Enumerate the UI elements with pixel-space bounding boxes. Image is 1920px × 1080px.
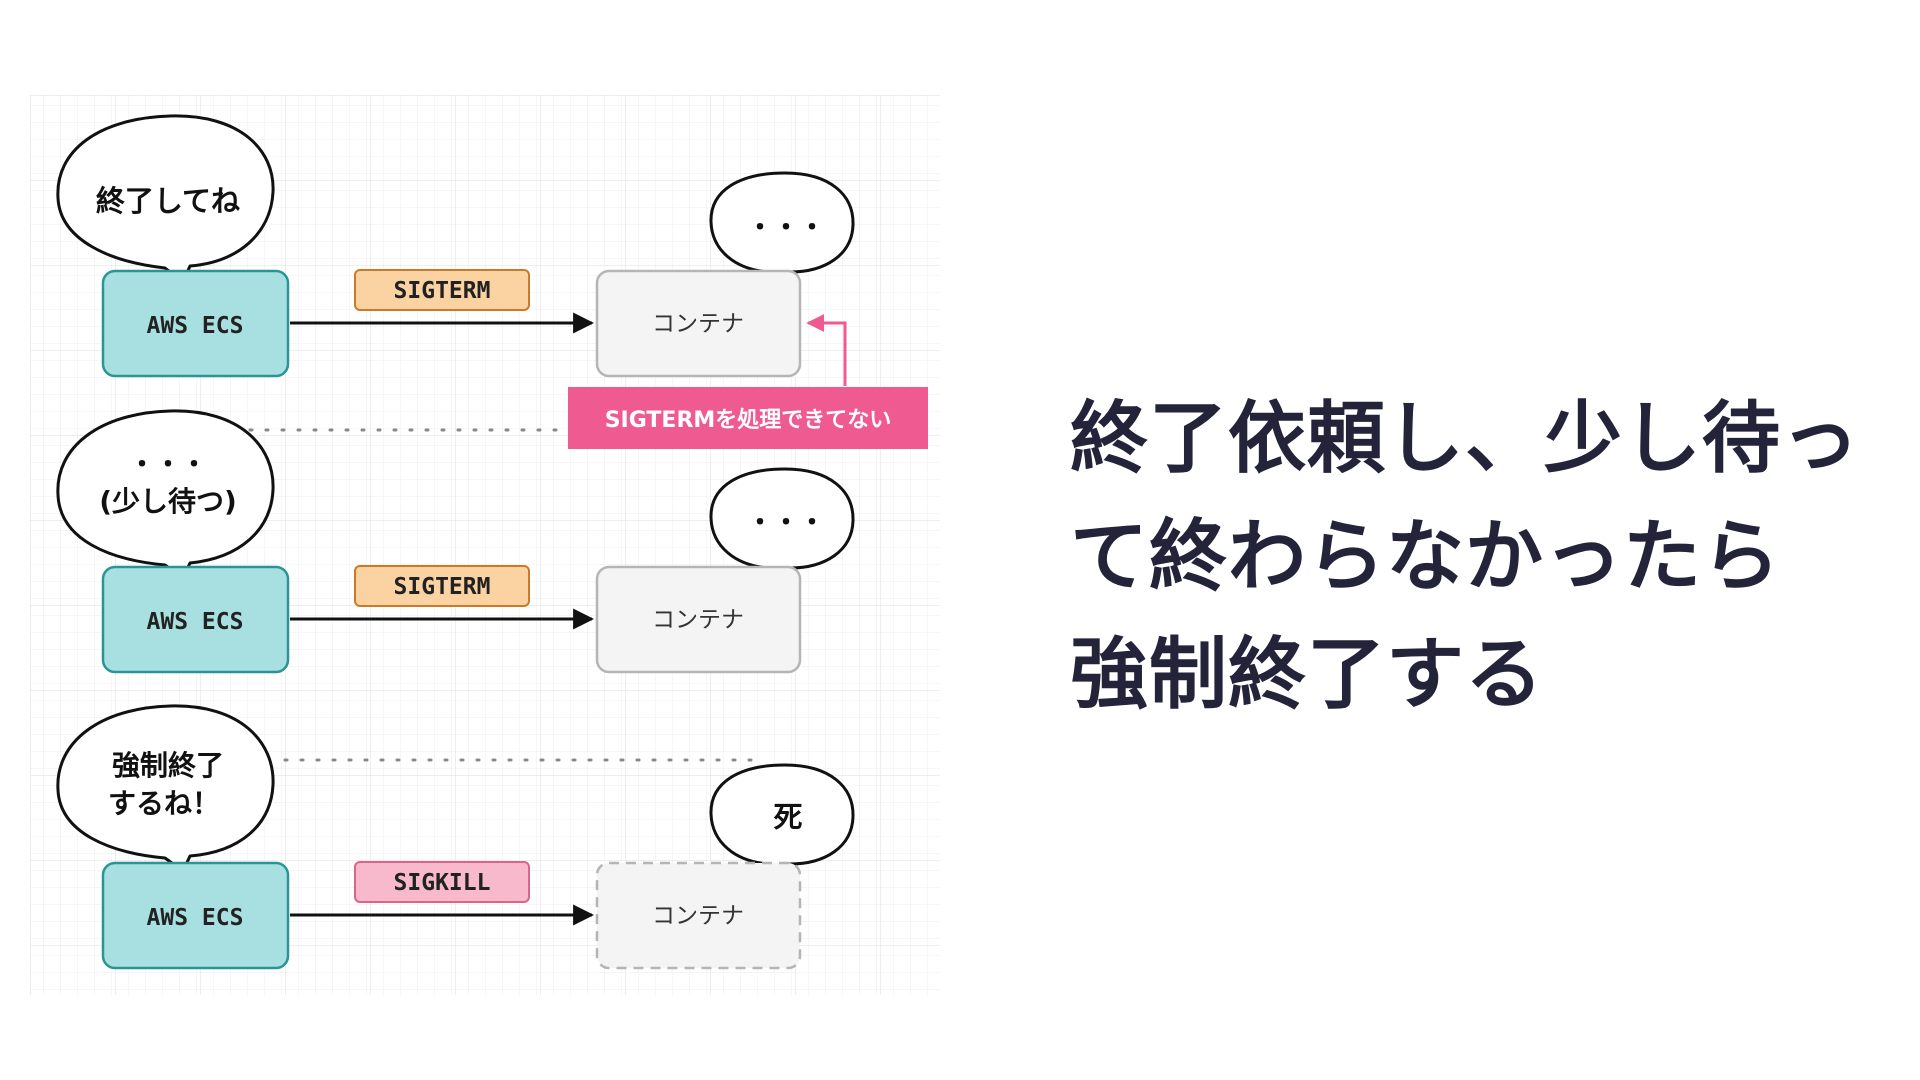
sender-speech-line: 終了してね [96, 184, 240, 218]
sender-speech-line: ・・・ [129, 450, 207, 480]
headline: 終了依頼し、少し待っ て終わらなかったら 強制終了する [1070, 380, 1890, 734]
headline-line: て終わらなかったら [1070, 498, 1890, 616]
headline-line: 終了依頼し、少し待っ [1070, 380, 1890, 498]
container-label: コンテナ [652, 607, 744, 633]
signal-tag-label: SIGTERM [394, 278, 491, 304]
signal-tag-label: SIGKILL [394, 870, 491, 896]
target-speech-line: ・・・ [747, 213, 825, 243]
headline-line: 強制終了する [1070, 616, 1890, 734]
target-speech-line: ・・・ [747, 508, 825, 538]
container-label: コンテナ [652, 311, 744, 337]
aws-ecs-label: AWS ECS [147, 313, 244, 339]
sender-speech-line: (少し待つ) [99, 485, 237, 518]
container-label: コンテナ [652, 903, 744, 929]
signal-tag-label: SIGTERM [394, 574, 491, 600]
sender-speech-line: するね！ [108, 787, 220, 820]
target-speech-line: 死 [773, 800, 802, 834]
aws-ecs-label: AWS ECS [147, 609, 244, 635]
aws-ecs-label: AWS ECS [147, 905, 244, 931]
callout-text: SIGTERMを処理できてない [605, 407, 892, 433]
sender-speech-line: 強制終了 [112, 749, 224, 782]
